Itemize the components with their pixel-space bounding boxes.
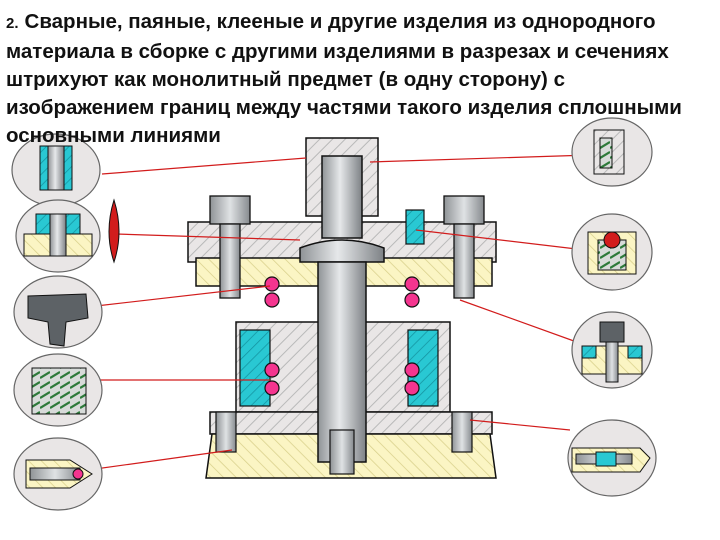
shaft-upper (321, 155, 363, 239)
cast-part-detail-icon (13, 275, 103, 349)
threaded-insert-detail-icon (567, 419, 657, 497)
slide-caption: 2.Сварные, паяные, клееные и другие изде… (6, 8, 714, 150)
shaft-lower (317, 261, 367, 463)
right-bolt-shank (453, 223, 475, 299)
bushing-detail-icon (11, 133, 101, 207)
cutting-edge-detail-icon (108, 198, 120, 264)
stud-detail-icon (571, 311, 653, 389)
main-assembly (187, 137, 497, 479)
grease-fitting (405, 209, 425, 245)
flanged-bushing-detail-icon (15, 199, 101, 273)
right-stud (451, 411, 473, 453)
plug-screw-detail-icon (571, 213, 653, 291)
shaft-end (329, 429, 355, 475)
left-stud (215, 411, 237, 453)
left-bolt-head (209, 195, 251, 225)
item-number: 2. (6, 15, 19, 32)
bearing-balls (264, 276, 420, 396)
spring-detail-icon (13, 353, 103, 427)
riveted-block-detail-icon (571, 117, 653, 187)
fitting-detail-icon (13, 437, 103, 511)
left-bolt-shank (219, 223, 241, 299)
right-bolt-head (443, 195, 485, 225)
leader-lines (87, 154, 591, 471)
caption-text: Сварные, паяные, клееные и другие издели… (6, 10, 682, 147)
shaft-head (299, 239, 385, 263)
